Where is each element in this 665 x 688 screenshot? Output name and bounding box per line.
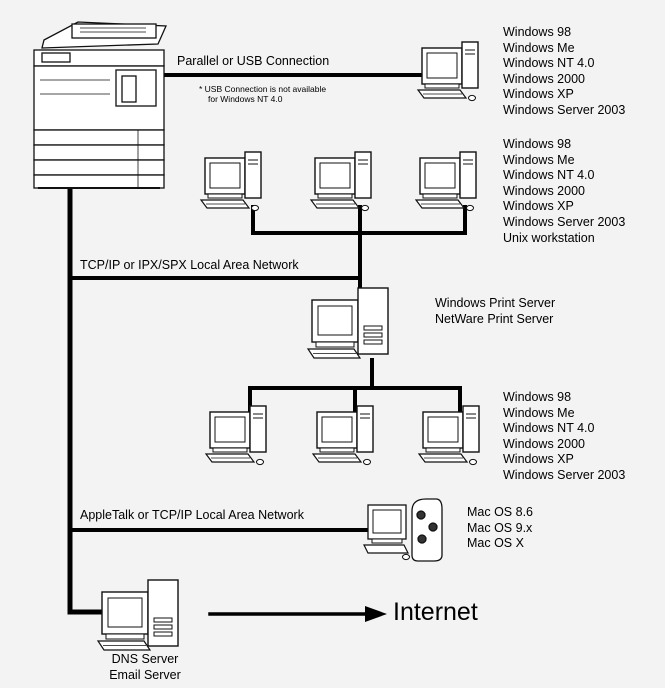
os-item: NetWare Print Server — [435, 311, 554, 326]
os-item: Windows Me — [503, 152, 575, 167]
parallel-usb-label: Parallel or USB Connection — [177, 54, 330, 68]
os-item: Windows 2000 — [503, 183, 585, 198]
direct-pc-os-list: Windows 98 Windows Me Windows NT 4.0 Win… — [503, 25, 625, 119]
os-item: Windows Server 2003 — [503, 467, 626, 482]
os-item: Windows Server 2003 — [503, 214, 626, 229]
internet-label: Internet — [393, 598, 478, 626]
appletalk-lan-label: AppleTalk or TCP/IP Local Area Network — [80, 508, 304, 522]
connection-lines — [67, 73, 467, 616]
os-item: Mac OS 8.6 — [467, 505, 533, 519]
os-item: Windows 98 — [503, 137, 572, 151]
os-item: Windows XP — [503, 87, 574, 102]
server-clients-os-list: Windows 98 Windows Me Windows NT 4.0 Win… — [503, 390, 625, 484]
mac-computer-icon — [363, 498, 443, 562]
print-server-icon — [307, 287, 389, 359]
os-item: Windows 98 — [503, 390, 572, 404]
lan-pc-2-icon — [310, 151, 372, 212]
client-pc-1-icon — [205, 405, 267, 466]
dns-server-label-list: DNS Server Email Server — [98, 652, 192, 683]
dns-email-server-icon — [97, 579, 179, 651]
tcpip-ipx-lan-label: TCP/IP or IPX/SPX Local Area Network — [80, 258, 299, 272]
lan-pc-1-icon — [200, 151, 262, 212]
os-item: Windows NT 4.0 — [503, 168, 595, 183]
internet-arrow-head — [365, 606, 387, 622]
os-item: Windows XP — [503, 452, 574, 467]
usb-note-line-1: * USB Connection is not available — [199, 84, 327, 94]
os-item: Windows 2000 — [503, 71, 585, 86]
os-item: Mac OS X — [467, 536, 524, 551]
server-role-item: DNS Server — [111, 652, 179, 666]
mac-os-list: Mac OS 8.6 Mac OS 9.x Mac OS X — [467, 505, 533, 552]
server-role-item: Email Server — [109, 667, 181, 682]
usb-note-line-2: for Windows NT 4.0 — [208, 94, 283, 104]
client-pc-2-icon — [312, 405, 374, 466]
os-item: Windows 2000 — [503, 436, 585, 451]
os-item: Windows Server 2003 — [503, 102, 626, 117]
lan-pc-3-icon — [415, 151, 477, 212]
os-item: Windows NT 4.0 — [503, 56, 595, 71]
lan-pcs-os-list: Windows 98 Windows Me Windows NT 4.0 Win… — [503, 137, 625, 246]
os-item: Windows NT 4.0 — [503, 421, 595, 436]
os-item: Windows Me — [503, 40, 575, 55]
os-item: Windows XP — [503, 199, 574, 214]
os-item: Mac OS 9.x — [467, 520, 533, 535]
printer-copier-icon — [33, 21, 167, 189]
os-item: Windows 98 — [503, 25, 572, 39]
os-item: Windows Me — [503, 405, 575, 420]
os-item: Windows Print Server — [435, 296, 556, 310]
client-pc-3-icon — [418, 405, 480, 466]
os-item: Unix workstation — [503, 230, 595, 245]
print-server-os-list: Windows Print Server NetWare Print Serve… — [435, 296, 555, 327]
direct-pc-icon — [417, 41, 479, 102]
